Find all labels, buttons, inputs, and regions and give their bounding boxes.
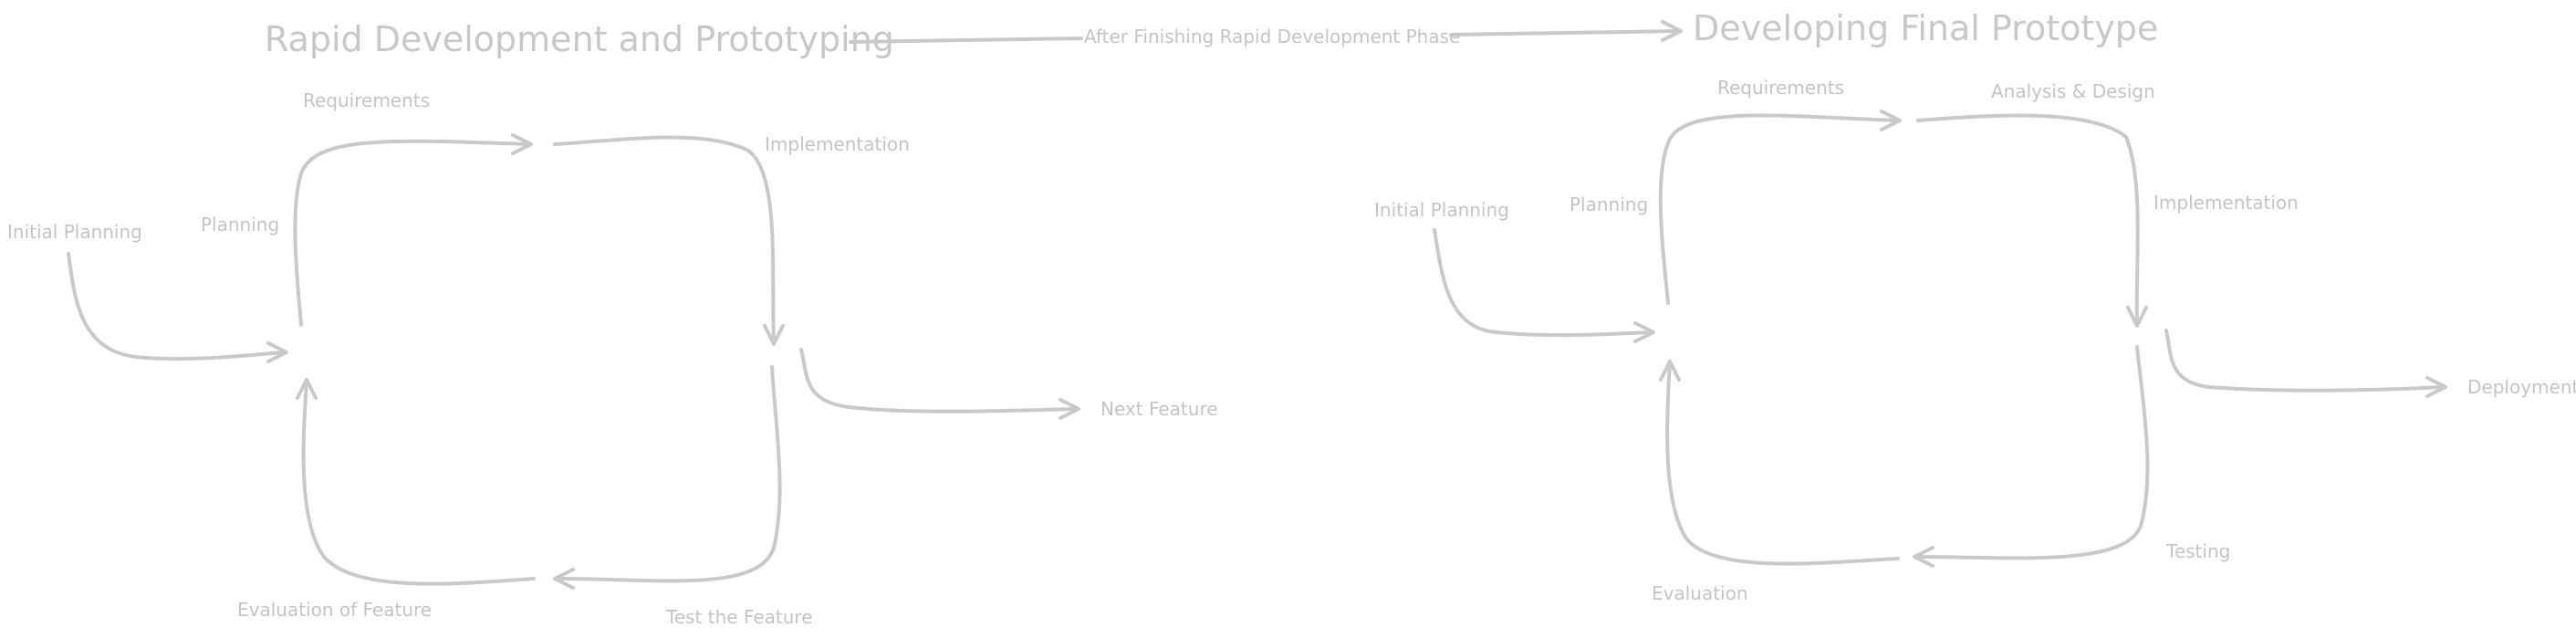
p2-testing-arrowhead bbox=[1913, 546, 1935, 568]
phase2-title: Developing Final Prototype bbox=[1693, 8, 2159, 48]
p1-evaluation-to-planning-arrow bbox=[301, 380, 536, 586]
p2-requirements-label: Requirements bbox=[1717, 77, 1845, 99]
p2-analysis-design-label: Analysis & Design bbox=[1991, 80, 2155, 102]
p1-test-arrowhead bbox=[553, 568, 575, 590]
p2-implementation-label: Implementation bbox=[2154, 192, 2299, 214]
p1-next-feature-label: Next Feature bbox=[1100, 398, 1218, 420]
phase1-title: Rapid Development and Prototyping bbox=[265, 19, 894, 59]
p2-evaluation-arrowhead bbox=[1659, 360, 1681, 382]
p2-testing-label: Testing bbox=[2166, 540, 2231, 562]
p1-planning-label: Planning bbox=[201, 214, 280, 235]
p2-deployment-label: Deployment bbox=[2467, 376, 2576, 398]
p1-requirements-arrowhead bbox=[511, 133, 533, 155]
transition-arrow-left-segment bbox=[849, 37, 1083, 44]
p2-implementation-to-testing-arrow bbox=[1914, 345, 2150, 560]
p1-evaluation-arrowhead bbox=[296, 378, 318, 400]
p2-initial-planning-arrow bbox=[1433, 228, 1653, 338]
p1-implementation-to-test-arrow bbox=[555, 365, 782, 583]
p2-evaluation-label: Evaluation bbox=[1652, 582, 1748, 604]
p1-implementation-label: Implementation bbox=[765, 133, 910, 155]
p1-next-feature-arrowhead bbox=[1059, 398, 1080, 420]
p2-implementation-arrowhead bbox=[2126, 306, 2148, 328]
transition-arrowhead bbox=[1661, 20, 1683, 42]
p1-requirements-to-implementation-arrow bbox=[553, 135, 776, 344]
p2-planning-to-requirements-arrow bbox=[1658, 113, 1900, 305]
transition-arrow-right-segment bbox=[1449, 29, 1681, 37]
p2-evaluation-to-planning-arrow bbox=[1665, 361, 1900, 566]
p1-evaluation-label: Evaluation of Feature bbox=[237, 599, 433, 621]
p1-test-feature-label: Test the Feature bbox=[666, 606, 813, 628]
p2-requirements-arrowhead bbox=[1880, 110, 1902, 131]
p2-deployment-arrowhead bbox=[2425, 376, 2447, 398]
transition-label: After Finishing Rapid Development Phase bbox=[1084, 26, 1461, 47]
p1-initial-planning-arrowhead bbox=[266, 341, 288, 363]
p1-initial-planning-arrow bbox=[67, 252, 287, 361]
p2-initial-planning-arrowhead bbox=[1633, 321, 1655, 343]
p1-next-feature-arrow bbox=[799, 348, 1079, 413]
p1-requirements-label: Requirements bbox=[303, 89, 431, 111]
p1-initial-planning-label: Initial Planning bbox=[7, 221, 142, 243]
p2-planning-label: Planning bbox=[1570, 193, 1649, 215]
p1-planning-to-requirements-arrow bbox=[293, 139, 531, 327]
p1-implementation-arrowhead bbox=[763, 324, 785, 346]
p2-initial-planning-label: Initial Planning bbox=[1374, 199, 1509, 221]
p2-deployment-arrow bbox=[2164, 329, 2446, 392]
p2-analysis-to-implementation-arrow bbox=[1916, 113, 2140, 326]
